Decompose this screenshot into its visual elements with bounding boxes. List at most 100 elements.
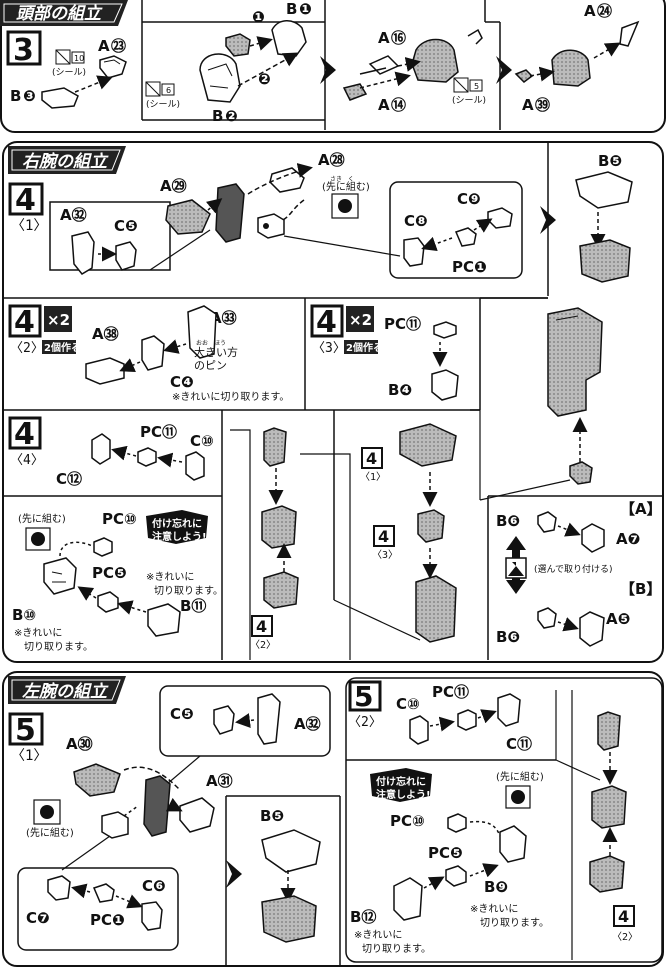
svg-text:PC⑪: PC⑪ [140, 423, 177, 441]
svg-text:5: 5 [474, 82, 479, 91]
svg-text:〈1〉: 〈1〉 [11, 748, 47, 764]
svg-text:大きい方: 大きい方 [194, 345, 238, 359]
part-c6 [141, 901, 163, 931]
option-a[interactable]: 【A】 B❻ A❼ [496, 500, 662, 553]
svg-text:注意しよう!: 注意しよう! [376, 788, 431, 801]
part-a23 [99, 55, 127, 79]
part-b6 [537, 511, 557, 533]
part-c12 [91, 433, 111, 465]
next-arrow [496, 56, 512, 84]
svg-text:❷: ❷ [258, 70, 271, 88]
section-title-banner: 右腕の組立 [8, 146, 126, 174]
part-c5 [115, 241, 137, 271]
svg-text:A: A [522, 96, 534, 114]
part-pc11-b [137, 447, 157, 467]
svg-text:付け忘れに: 付け忘れに [376, 775, 426, 788]
section-title-banner: 左腕の組立 [8, 676, 126, 704]
ref-step-4-2: 4 〈2〉 [250, 615, 276, 651]
seal-marker: 6 (シール) [145, 81, 180, 110]
svg-text:C❽: C❽ [404, 212, 428, 230]
svg-text:【B】: 【B】 [620, 580, 661, 598]
part-label: A [98, 37, 110, 55]
step-number-4-1: 4 〈1〉 [8, 182, 47, 234]
callout-box [159, 685, 331, 757]
part-pc5 [97, 591, 119, 613]
first-assemble-note: さき く (先に組む) [322, 176, 370, 219]
svg-text:×2: ×2 [47, 311, 70, 329]
svg-text:左腕の組立: 左腕の組立 [22, 682, 109, 702]
svg-text:〈2〉: 〈2〉 [612, 931, 638, 943]
svg-text:B❺: B❺ [598, 152, 622, 170]
svg-text:PC⑩: PC⑩ [102, 510, 137, 528]
svg-text:B: B [10, 87, 21, 105]
svg-text:5: 5 [354, 680, 373, 713]
svg-text:切り取ります。: 切り取ります。 [154, 585, 223, 597]
svg-text:注意しよう!: 注意しよう! [152, 530, 207, 543]
part-b5-left [261, 829, 321, 873]
svg-text:C❹: C❹ [170, 373, 194, 391]
svg-text:A㉛: A㉛ [206, 772, 233, 790]
svg-text:B⑫: B⑫ [350, 908, 376, 926]
part-b4 [431, 369, 459, 401]
svg-text:〈3〉: 〈3〉 [372, 549, 398, 561]
svg-text:C⑫: C⑫ [56, 470, 82, 488]
svg-text:※きれいに: ※きれいに [14, 627, 62, 639]
part-head-small [225, 33, 251, 57]
first-assemble-note: (先に組む) [18, 512, 66, 551]
svg-text:右腕の組立: 右腕の組立 [22, 152, 109, 172]
svg-text:※きれいに: ※きれいに [146, 571, 194, 583]
part-pc1-left [92, 883, 115, 903]
part-pc1 [454, 227, 477, 247]
part-c5-left [213, 705, 235, 735]
svg-text:(選んで取り付ける): (選んで取り付ける) [534, 564, 613, 575]
part-pc11-left [457, 709, 477, 731]
svg-text:A㉜: A㉜ [60, 206, 87, 224]
part-pc-connector [257, 213, 285, 239]
svg-text:さき く: さき く [330, 176, 354, 183]
part-c4 [141, 335, 165, 371]
svg-text:5: 5 [15, 713, 36, 748]
svg-text:❷: ❷ [225, 107, 238, 125]
part-pc5-left [445, 865, 467, 887]
svg-text:⑭: ⑭ [391, 96, 406, 114]
part-a32-left [257, 693, 281, 745]
svg-text:A㉘: A㉘ [318, 151, 345, 169]
svg-text:PC❺: PC❺ [428, 844, 463, 862]
step-5-2-box [345, 677, 663, 963]
part-forearm-mid [261, 505, 297, 549]
warning-badge: 付け忘れに 注意しよう! [146, 510, 208, 544]
svg-text:PC❶: PC❶ [452, 258, 487, 276]
part-c8 [403, 237, 425, 267]
step-number-5-2: 5 〈2〉 [348, 680, 382, 730]
svg-text:(先に組む): (先に組む) [496, 770, 544, 783]
part-c10 [185, 451, 205, 481]
svg-text:〈2〉: 〈2〉 [250, 639, 276, 651]
part-arm-upper [579, 239, 631, 283]
choose-indicator: (選んで取り付ける) [505, 536, 613, 594]
svg-text:B⑪: B⑪ [180, 597, 206, 615]
part-head-final [551, 49, 591, 87]
part-elbow [569, 461, 593, 485]
svg-text:〈4〉: 〈4〉 [10, 453, 44, 468]
part-pc10-left [447, 813, 467, 833]
svg-text:切り取ります。: 切り取ります。 [362, 943, 431, 955]
part-forearm-bottom [263, 571, 299, 609]
part-a29 [165, 199, 211, 235]
svg-text:4: 4 [618, 907, 629, 926]
part-a16 [359, 55, 400, 75]
svg-text:(シール): (シール) [452, 96, 486, 106]
svg-text:❸: ❸ [23, 87, 36, 105]
section-title-banner: 頭部の組立 [0, 0, 128, 26]
svg-text:C⑪: C⑪ [506, 735, 532, 753]
part-a30 [73, 763, 121, 797]
option-b[interactable]: 【B】 B❻ A❺ [496, 580, 661, 647]
part-arm-frame [215, 183, 245, 243]
step-number: 3 [13, 33, 34, 68]
part-arm-upper-left [261, 895, 317, 943]
svg-text:PC❶: PC❶ [90, 911, 125, 929]
seal-marker: 10 (シール) [52, 49, 86, 78]
part-b6-b [537, 607, 557, 629]
svg-text:㉔: ㉔ [597, 2, 612, 20]
svg-text:〈1〉: 〈1〉 [11, 218, 47, 234]
